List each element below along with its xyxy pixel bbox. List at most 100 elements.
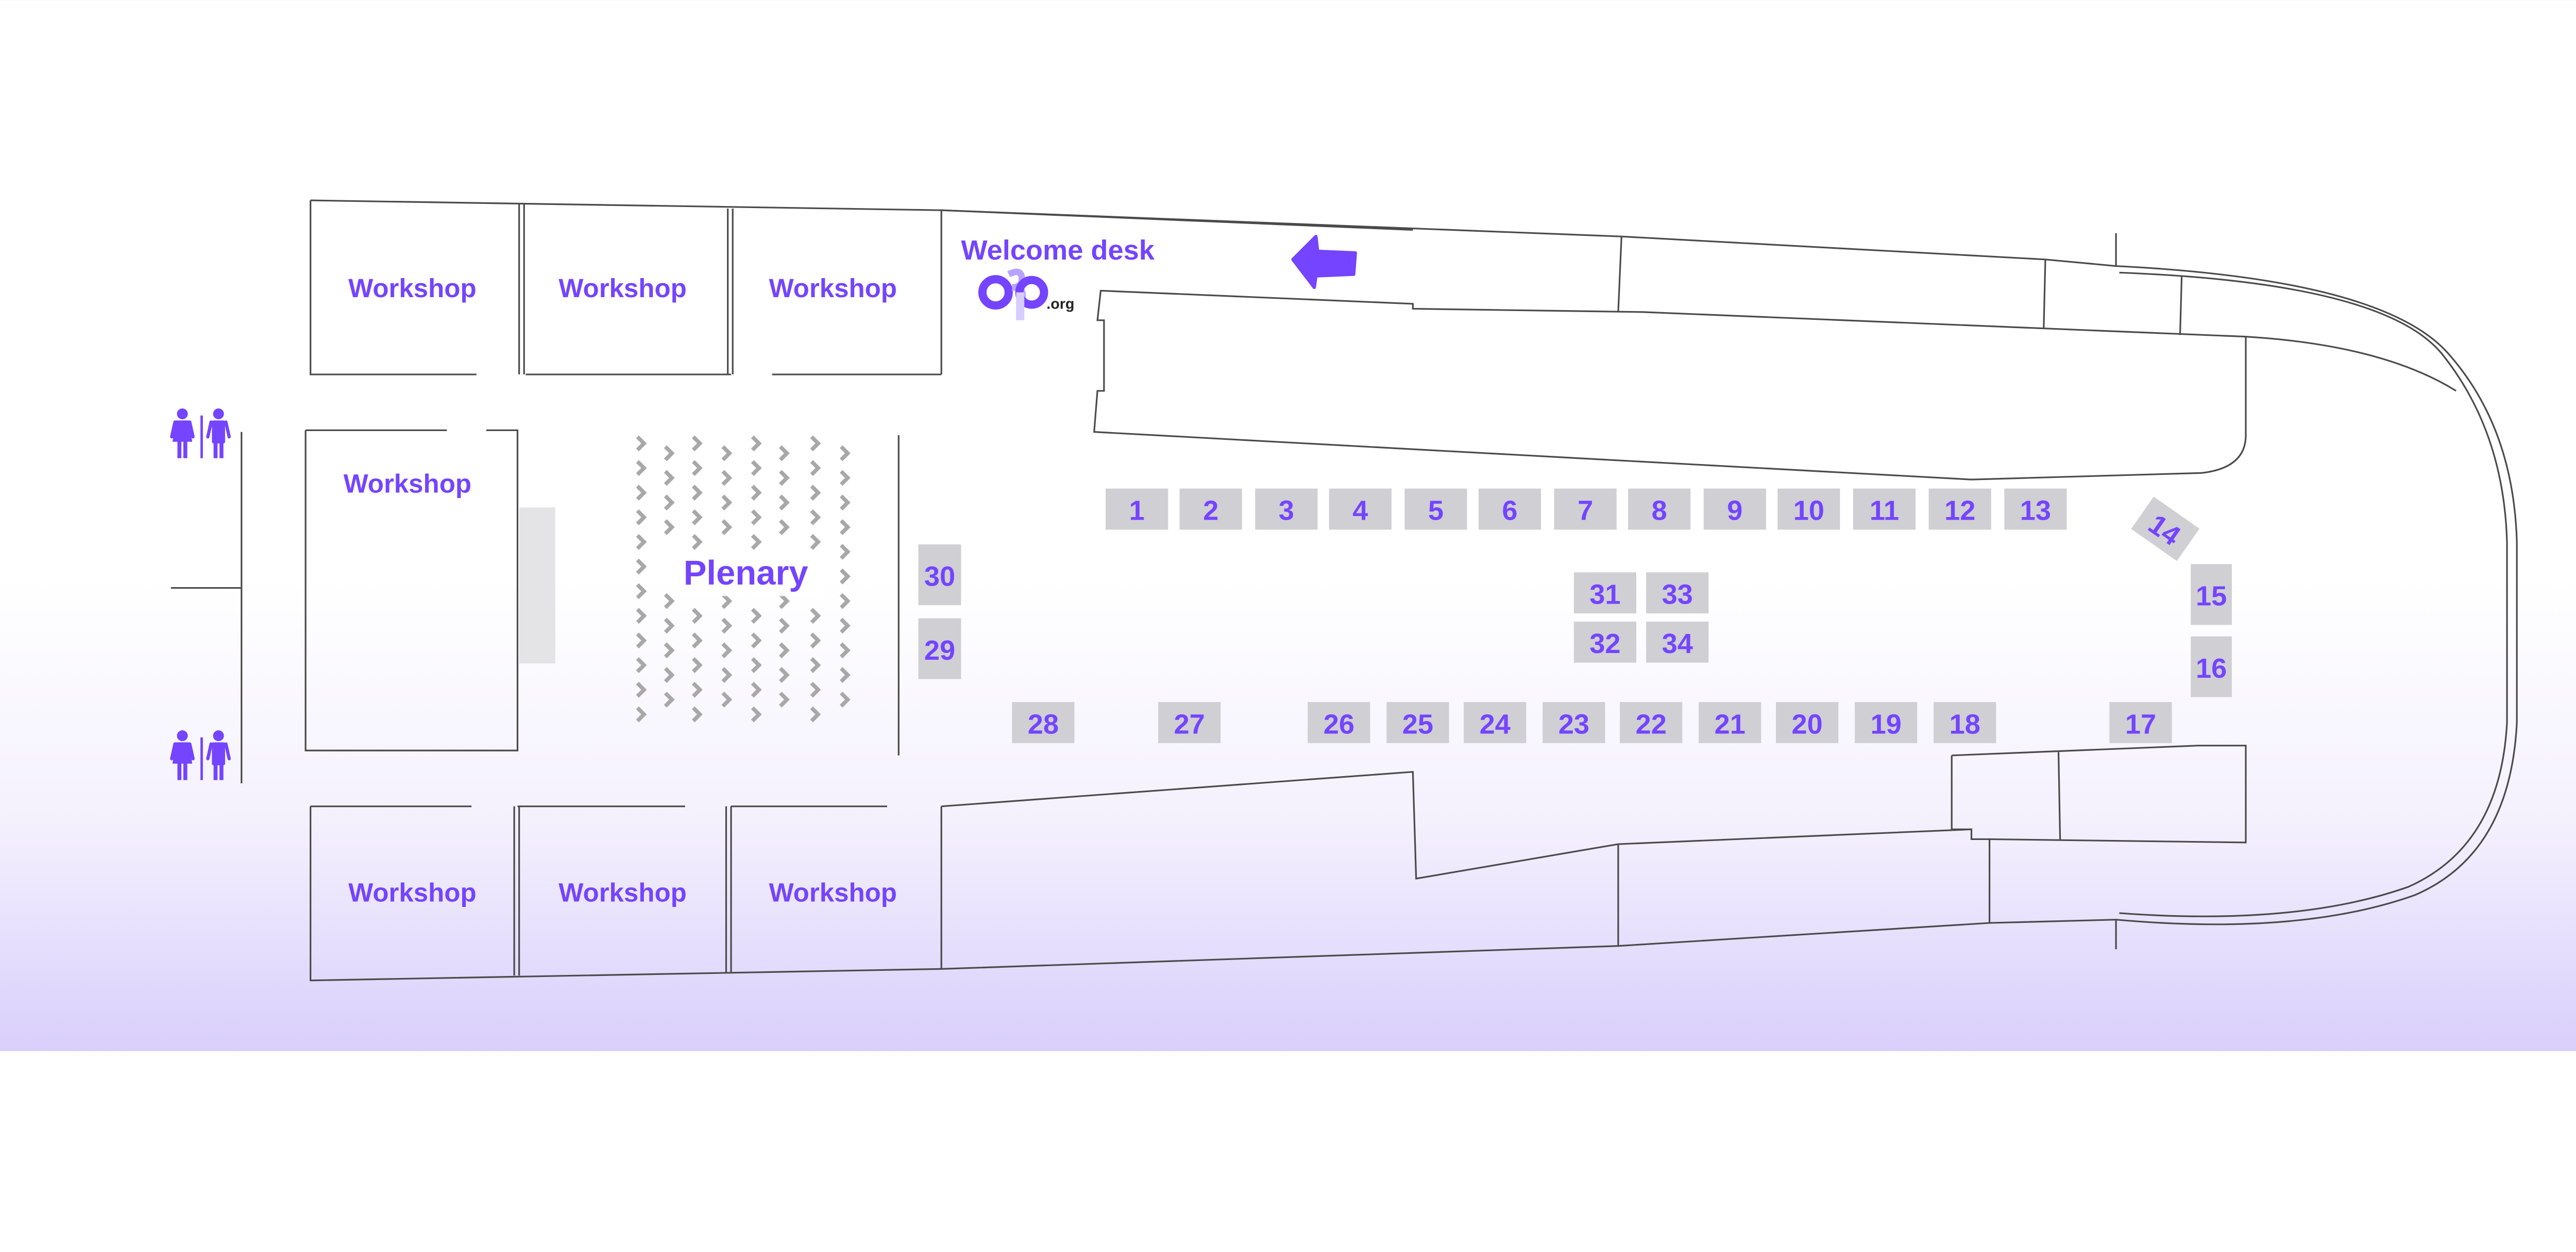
seat-chevron-icon	[636, 534, 647, 550]
seat-chevron-icon	[778, 618, 790, 634]
booth-number: 19	[1871, 709, 1902, 740]
booth-30[interactable]: 30	[918, 544, 961, 606]
booth-21[interactable]: 21	[1699, 702, 1761, 743]
booth-15[interactable]: 15	[2191, 564, 2232, 625]
booth-box	[1777, 488, 1840, 530]
room-plenary[interactable]: Plenary	[684, 554, 808, 592]
booth-box	[1386, 702, 1449, 743]
seat-chevron-icon	[778, 593, 790, 609]
seat-chevron-icon	[721, 593, 733, 609]
booth-31[interactable]: 31	[1573, 572, 1637, 614]
booth-23[interactable]: 23	[1543, 702, 1605, 743]
booth-box	[1464, 702, 1527, 743]
booth-number: 4	[1352, 495, 1368, 526]
booth-8[interactable]: 8	[1628, 488, 1691, 530]
booth-14[interactable]: 14	[2131, 496, 2200, 561]
booth-number: 18	[1950, 709, 1980, 740]
seat-chevron-icon	[751, 657, 762, 673]
booth-number: 29	[924, 635, 955, 666]
seat-chevron-icon	[691, 509, 703, 525]
booth-box	[2131, 496, 2200, 561]
booth-5[interactable]: 5	[1404, 488, 1467, 530]
booth-13[interactable]: 13	[2004, 488, 2067, 530]
booth-number: 27	[1174, 709, 1205, 740]
room-workshop-left[interactable]: Workshop	[344, 469, 471, 499]
seat-chevron-icon	[691, 485, 703, 501]
booth-number: 26	[1324, 709, 1354, 740]
seat-chevron-icon	[636, 706, 647, 723]
seat-chevron-icon	[721, 445, 733, 461]
room-workshop-bottom-2[interactable]: Workshop	[558, 878, 686, 907]
seat-chevron-icon	[751, 485, 762, 501]
booth-box	[2191, 564, 2232, 625]
booth-24[interactable]: 24	[1464, 702, 1527, 743]
booth-number: 1	[1129, 495, 1145, 526]
room-workshop-bottom-1[interactable]: Workshop	[348, 878, 476, 907]
booth-29[interactable]: 29	[918, 618, 961, 679]
seat-chevron-icon	[810, 509, 821, 525]
seat-chevron-icon	[636, 485, 647, 501]
seat-chevron-icon	[691, 706, 703, 723]
booth-28[interactable]: 28	[1012, 702, 1075, 743]
booth-7[interactable]: 7	[1554, 488, 1617, 530]
seat-chevron-icon	[664, 519, 675, 536]
booth-16[interactable]: 16	[2191, 636, 2232, 697]
seat-chevron-icon	[751, 509, 762, 525]
seat-chevron-icon	[751, 632, 762, 649]
booth-box	[1776, 702, 1839, 743]
booth-11[interactable]: 11	[1853, 488, 1916, 530]
seat-chevron-icon	[721, 519, 733, 536]
seat-chevron-icon	[751, 706, 762, 723]
booth-17[interactable]: 17	[2109, 702, 2172, 743]
booth-34[interactable]: 34	[1646, 621, 1709, 663]
booth-27[interactable]: 27	[1158, 702, 1221, 743]
seat-chevron-icon	[721, 470, 733, 486]
booth-box	[918, 618, 961, 679]
room-workshop-top-1[interactable]: Workshop	[348, 273, 476, 303]
seat-chevron-icon	[664, 445, 675, 461]
seat-chevron-icon	[636, 632, 647, 649]
seat-chevron-icon	[636, 657, 647, 673]
booth-22[interactable]: 22	[1620, 702, 1683, 743]
booth-number: 32	[1589, 628, 1620, 659]
booth-1[interactable]: 1	[1106, 488, 1168, 530]
booth-10[interactable]: 10	[1777, 488, 1840, 530]
booth-32[interactable]: 32	[1573, 621, 1637, 663]
booth-number: 9	[1727, 495, 1742, 526]
seat-chevron-icon	[839, 445, 851, 461]
booth-box	[2109, 702, 2172, 743]
booth-3[interactable]: 3	[1255, 488, 1318, 530]
seat-chevron-icon	[721, 642, 733, 659]
logo: .org	[978, 268, 1074, 320]
room-workshop-bottom-3[interactable]: Workshop	[769, 878, 896, 907]
booth-33[interactable]: 33	[1646, 572, 1709, 614]
seat-chevron-icon	[839, 642, 851, 659]
booth-6[interactable]: 6	[1478, 488, 1541, 530]
booth-26[interactable]: 26	[1308, 702, 1370, 743]
seat-chevron-icon	[810, 608, 821, 624]
booth-20[interactable]: 20	[1776, 702, 1839, 743]
plenary-seating	[636, 435, 851, 723]
booth-12[interactable]: 12	[1928, 488, 1991, 530]
seat-chevron-icon	[751, 534, 762, 550]
room-workshop-top-2[interactable]: Workshop	[558, 273, 686, 303]
seat-chevron-icon	[839, 543, 851, 560]
seat-chevron-icon	[839, 568, 851, 585]
entrance-arrow-icon	[1291, 234, 1357, 289]
booth-box	[1478, 488, 1541, 530]
seat-chevron-icon	[751, 608, 762, 624]
booth-4[interactable]: 4	[1329, 488, 1392, 530]
booth-25[interactable]: 25	[1386, 702, 1449, 743]
seat-chevron-icon	[810, 681, 821, 698]
booth-18[interactable]: 18	[1934, 702, 1996, 743]
booth-box	[1620, 702, 1683, 743]
booth-number: 24	[1480, 709, 1511, 740]
booth-number: 15	[2196, 581, 2227, 612]
room-workshop-top-3[interactable]: Workshop	[769, 273, 896, 303]
booth-number: 17	[2125, 709, 2156, 740]
seat-chevron-icon	[839, 618, 851, 634]
booth-9[interactable]: 9	[1703, 488, 1766, 530]
booth-2[interactable]: 2	[1179, 488, 1242, 530]
booth-19[interactable]: 19	[1855, 702, 1918, 743]
